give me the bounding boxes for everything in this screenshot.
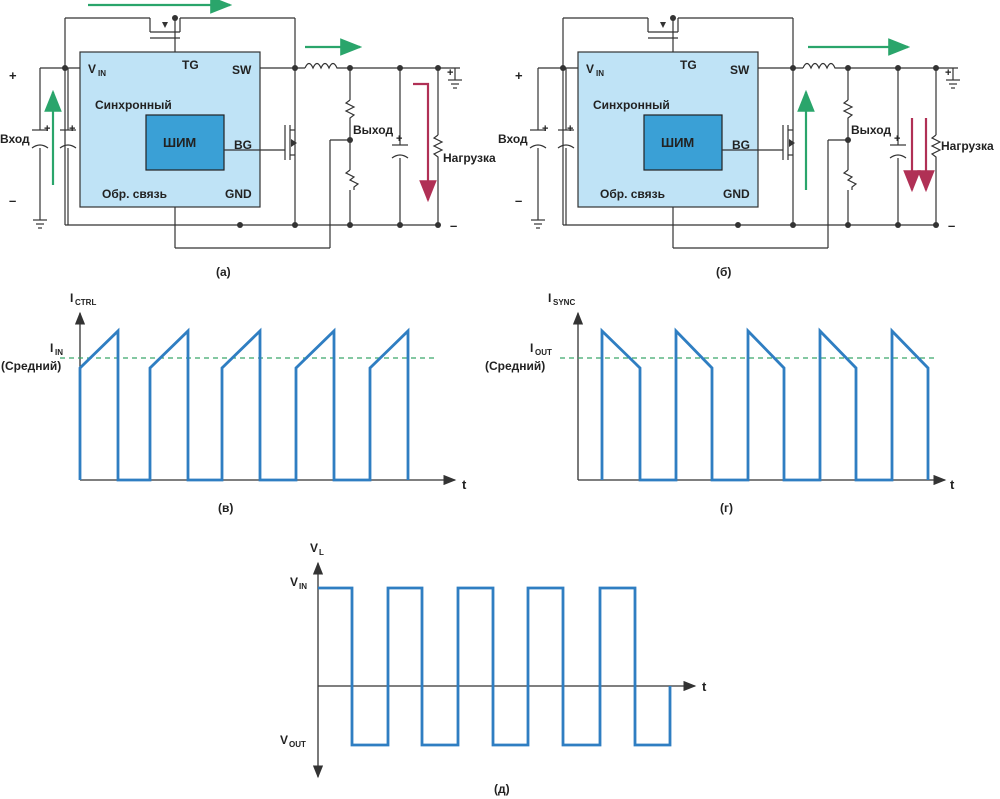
plus-sign: + bbox=[515, 68, 523, 83]
vin-label-sub: IN bbox=[299, 582, 307, 591]
y-label: I bbox=[70, 291, 73, 305]
vin-label: V bbox=[88, 62, 96, 76]
circuit-b: V IN TG SW Синхронный ШИМ BG Обр. связь … bbox=[498, 14, 994, 279]
avg-label: I bbox=[50, 341, 53, 355]
y-label-sub: CTRL bbox=[75, 298, 96, 307]
bg-label: BG bbox=[234, 138, 252, 152]
minus-sign-out: – bbox=[948, 218, 955, 233]
voltage-waveform bbox=[316, 586, 672, 747]
y-label: I bbox=[548, 291, 551, 305]
feedback-label: Обр. связь bbox=[102, 187, 167, 201]
sw-label: SW bbox=[730, 63, 750, 77]
caption-d: (д) bbox=[494, 782, 510, 796]
y-label: V bbox=[310, 541, 318, 555]
avg-note: (Средний) bbox=[1, 359, 61, 373]
circuit-a: V IN TG SW Синхронный ШИМ BG Обр. связь … bbox=[0, 0, 496, 279]
sync-label: Синхронный bbox=[95, 98, 172, 112]
cap-plus-2: + bbox=[567, 123, 573, 135]
feedback-label: Обр. связь bbox=[600, 187, 665, 201]
graph-v: I CTRL I IN (Средний) t (в) bbox=[1, 291, 467, 515]
gnd-label: GND bbox=[225, 187, 252, 201]
avg-label-sub: OUT bbox=[535, 348, 552, 357]
load-label: Нагрузка bbox=[443, 151, 496, 165]
graph-g: I SYNC I OUT (Средний) t (г) bbox=[485, 291, 955, 515]
caption-g: (г) bbox=[720, 501, 733, 515]
vin-label: V bbox=[290, 575, 298, 589]
minus-sign: – bbox=[9, 193, 16, 208]
current-arrow-output bbox=[413, 82, 437, 203]
x-label: t bbox=[950, 477, 955, 492]
caption-v: (в) bbox=[218, 501, 233, 515]
vin-sub: IN bbox=[596, 69, 604, 78]
input-label: Вход bbox=[498, 132, 528, 146]
x-label: t bbox=[462, 477, 467, 492]
gnd-label: GND bbox=[723, 187, 750, 201]
tg-label: TG bbox=[680, 58, 697, 72]
bg-label: BG bbox=[732, 138, 750, 152]
current-waveform bbox=[78, 329, 410, 482]
caption-a: (а) bbox=[216, 265, 231, 279]
vout-label-sub: OUT bbox=[289, 740, 306, 749]
ground-plus: + bbox=[945, 67, 951, 79]
pwm-label: ШИМ bbox=[163, 135, 196, 150]
plus-sign: + bbox=[9, 68, 17, 83]
caption-b: (б) bbox=[716, 265, 731, 279]
pwm-label: ШИМ bbox=[661, 135, 694, 150]
cap-plus-2: + bbox=[69, 123, 75, 135]
vin-sub: IN bbox=[98, 69, 106, 78]
tg-label: TG bbox=[182, 58, 199, 72]
minus-sign: – bbox=[515, 193, 522, 208]
output-label: Выход bbox=[353, 123, 393, 137]
avg-label: I bbox=[530, 341, 533, 355]
y-label-sub: L bbox=[319, 548, 324, 557]
x-label: t bbox=[702, 679, 707, 694]
input-label: Вход bbox=[0, 132, 30, 146]
minus-sign-out: – bbox=[450, 218, 457, 233]
graph-d: V L V IN V OUT t (д) bbox=[280, 541, 707, 796]
cap-plus-out: + bbox=[894, 133, 900, 145]
sync-label: Синхронный bbox=[593, 98, 670, 112]
load-label: Нагрузка bbox=[941, 139, 994, 153]
cap-plus: + bbox=[542, 123, 548, 135]
cap-plus-out: + bbox=[396, 133, 402, 145]
avg-note: (Средний) bbox=[485, 359, 545, 373]
sw-label: SW bbox=[232, 63, 252, 77]
vout-label: V bbox=[280, 733, 288, 747]
y-label-sub: SYNC bbox=[553, 298, 575, 307]
output-label: Выход bbox=[851, 123, 891, 137]
avg-label-sub: IN bbox=[55, 348, 63, 357]
cap-plus: + bbox=[44, 123, 50, 135]
vin-label: V bbox=[586, 62, 594, 76]
current-waveform bbox=[600, 329, 930, 482]
ground-plus: + bbox=[447, 67, 453, 79]
